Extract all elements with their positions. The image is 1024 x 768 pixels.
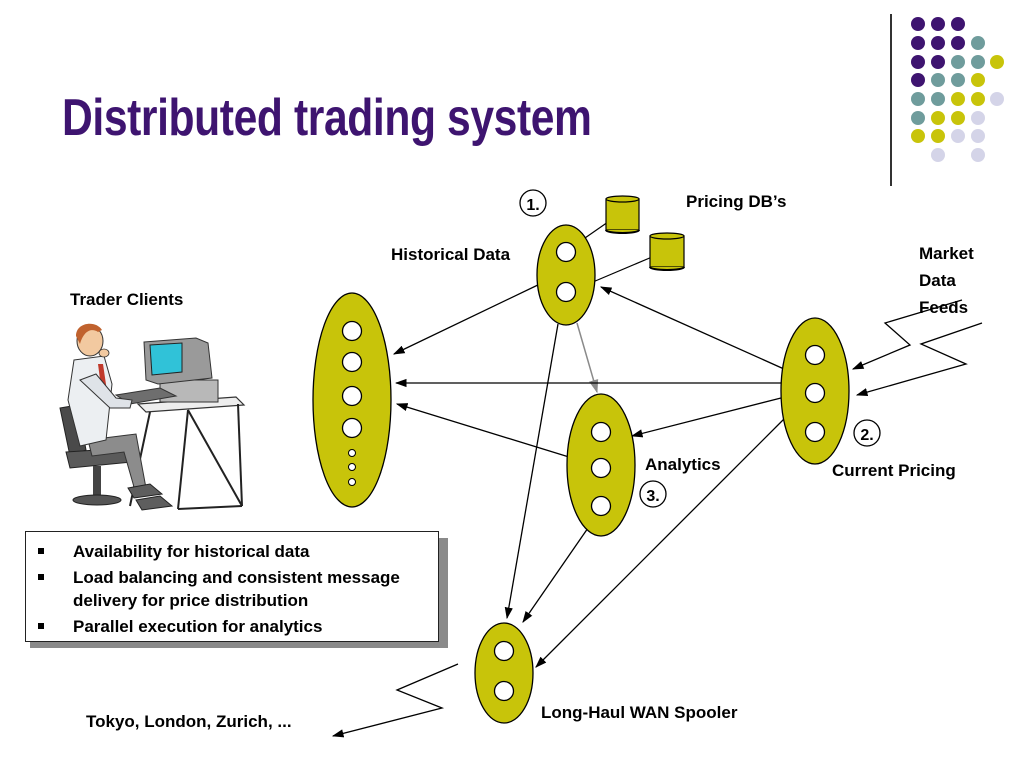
historical-data-label: Historical Data (391, 245, 511, 264)
grid-dot (951, 73, 965, 87)
arrow-pricing-to-historical (599, 286, 785, 370)
arrow-historical-to-spooler (504, 323, 559, 620)
divider-line (890, 14, 892, 186)
arrow-analytics-to-spooler (522, 527, 589, 623)
grid-dot (971, 92, 985, 106)
marker-two-text: 2. (860, 427, 873, 444)
grid-dot (911, 73, 925, 87)
grid-dot (951, 36, 965, 50)
grid-dot (931, 92, 945, 106)
current-pricing-label: Current Pricing (832, 461, 956, 480)
feature-box: Availability for historical data Load ba… (25, 531, 439, 642)
grid-dot (911, 36, 925, 50)
database-cylinder-icon (605, 195, 640, 234)
historical-data-node (536, 224, 596, 326)
grid-dot (911, 111, 925, 125)
grid-dot (951, 129, 965, 143)
current-pricing-node (780, 317, 850, 465)
marker-two: 2. (853, 419, 881, 447)
grid-dot (911, 17, 925, 31)
grid-dot (931, 17, 945, 31)
grid-dot (951, 92, 965, 106)
data-label-line: Data (919, 271, 956, 290)
wan-link-bolt (331, 663, 459, 738)
trader-clients-node (312, 292, 392, 508)
marker-three: 3. (639, 480, 667, 508)
grid-dot (990, 55, 1004, 69)
pricing-dbs-label: Pricing DB’s (686, 192, 787, 211)
arrow-pricing-to-analytics (630, 397, 782, 438)
grid-dot (931, 36, 945, 50)
database-cylinder-icon (649, 232, 685, 271)
grid-dot (951, 55, 965, 69)
grid-dot (951, 17, 965, 31)
grid-dot (931, 111, 945, 125)
arrow-historical-to-analytics (576, 322, 599, 394)
market-data-feeds-label: Market Data Feeds (919, 240, 974, 321)
grid-dot (911, 55, 925, 69)
grid-dot (971, 148, 985, 162)
market-feed-bolt (855, 322, 983, 397)
arrow-analytics-to-clients (395, 403, 570, 458)
feature-item: Load balancing and consistent message de… (26, 566, 438, 612)
grid-dot (931, 148, 945, 162)
wan-spooler-node (474, 622, 534, 724)
grid-dot (971, 55, 985, 69)
market-feed-bolt (851, 299, 963, 370)
wan-spooler-label: Long-Haul WAN Spooler (541, 703, 738, 722)
feature-item: Parallel execution for analytics (26, 615, 438, 638)
grid-dot (951, 111, 965, 125)
analytics-node (566, 393, 636, 537)
grid-dot (971, 129, 985, 143)
analytics-label: Analytics (645, 455, 721, 474)
feature-item: Availability for historical data (26, 540, 438, 563)
grid-dot (911, 129, 925, 143)
grid-dot (971, 111, 985, 125)
slide-title: Distributed trading system (62, 89, 592, 147)
grid-dot (971, 36, 985, 50)
feeds-label-line: Feeds (919, 298, 969, 317)
feature-list: Availability for historical data Load ba… (26, 532, 438, 638)
marker-one: 1. (519, 189, 547, 217)
arrow-pricing-to-spooler (535, 416, 787, 668)
trader-clients-label: Trader Clients (70, 290, 184, 309)
remote-sites-label: Tokyo, London, Zurich, ... (86, 712, 292, 731)
grid-dot (971, 73, 985, 87)
marker-one-text: 1. (526, 197, 539, 214)
market-label-line: Market (919, 244, 974, 263)
grid-dot (931, 55, 945, 69)
marker-three-text: 3. (646, 488, 659, 505)
arrow-historical-to-clients (392, 282, 543, 355)
grid-dot (931, 129, 945, 143)
grid-dot (911, 92, 925, 106)
trader-at-computer-icon (59, 323, 246, 511)
grid-dot (931, 73, 945, 87)
grid-dot (990, 92, 1004, 106)
